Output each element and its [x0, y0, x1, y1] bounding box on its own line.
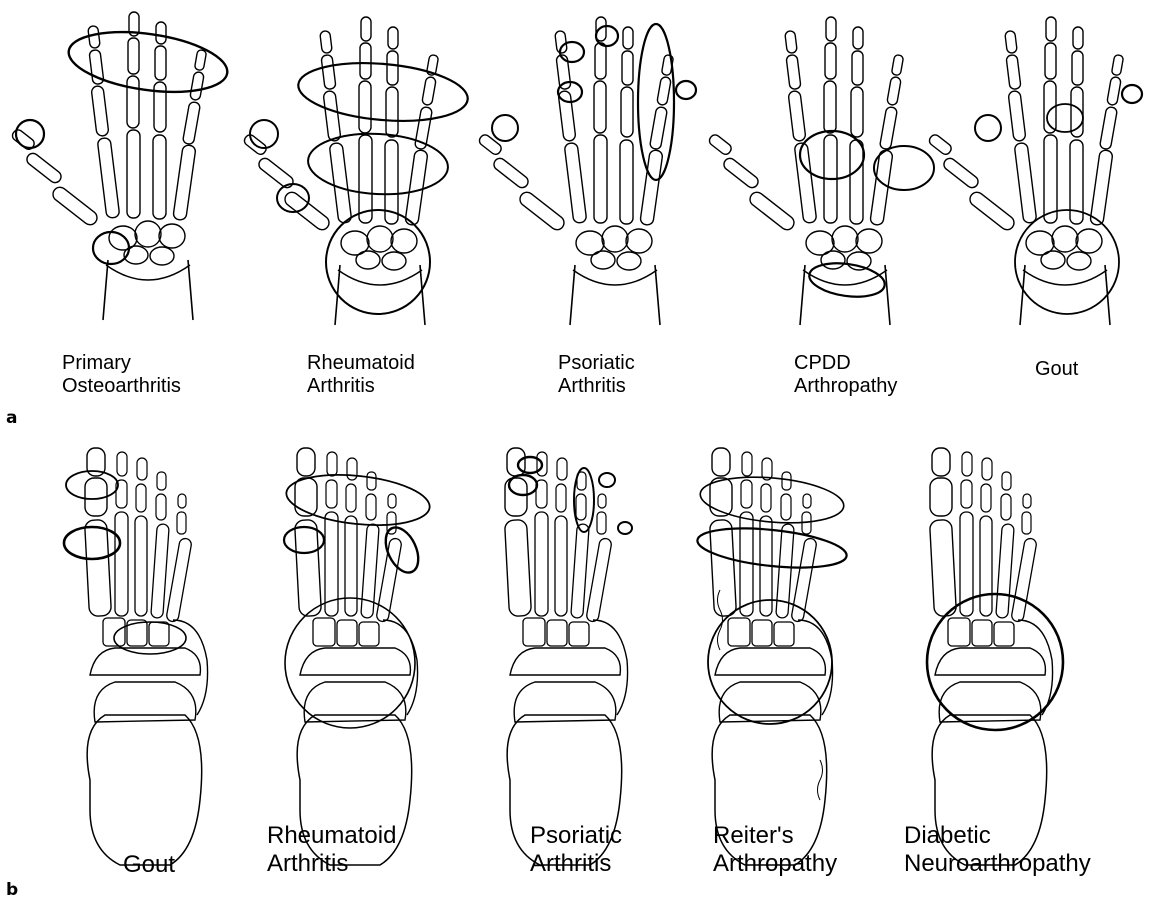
label-line1: Psoriatic: [558, 352, 635, 375]
label-line2: Osteoarthritis: [62, 375, 181, 398]
label-line2: Arthritis: [558, 375, 635, 398]
panel-letter-b: b: [6, 880, 18, 900]
label-line2: Arthritis: [307, 375, 415, 398]
hand-psoriatic-arthritis: [477, 17, 696, 325]
foot-rheumatoid-arthritis: [284, 448, 432, 865]
label-gout-foot: Gout: [123, 851, 175, 879]
label-line2: Arthritis: [267, 850, 396, 878]
label-gout-hand: Gout: [1035, 358, 1078, 381]
label-line1: CPDD: [794, 352, 897, 375]
label-line1: Primary: [62, 352, 181, 375]
label-line1: Psoriatic: [530, 822, 622, 850]
label-line2: Arthritis: [530, 850, 622, 878]
label-line1: Diabetic: [904, 822, 1091, 850]
label-cpdd-arthropathy: CPDD Arthropathy: [794, 352, 897, 398]
hand-primary-osteoarthritis: [10, 12, 231, 320]
label-rheumatoid-arthritis-foot: Rheumatoid Arthritis: [267, 822, 396, 877]
panel-letter-a: a: [6, 408, 17, 428]
label-line2: Arthropathy: [713, 850, 837, 878]
label-line1: Gout: [1035, 358, 1078, 381]
label-psoriatic-arthritis-foot: Psoriatic Arthritis: [530, 822, 622, 877]
label-psoriatic-arthritis: Psoriatic Arthritis: [558, 352, 635, 398]
label-line2: Gout: [123, 851, 175, 879]
foot-diabetic-neuroarthropathy: [927, 448, 1063, 865]
label-line1: Rheumatoid: [307, 352, 415, 375]
label-reiters-arthropathy: Reiter's Arthropathy: [713, 822, 837, 877]
foot-psoriatic-arthritis: [505, 448, 632, 865]
foot-gout: [64, 448, 208, 865]
hand-cpdd-arthropathy: [707, 17, 934, 325]
foot-reiters-arthropathy: [696, 448, 849, 865]
label-line1: Reiter's: [713, 822, 837, 850]
label-diabetic-neuroarthropathy: Diabetic Neuroarthropathy: [904, 822, 1091, 877]
label-line2: Neuroarthropathy: [904, 850, 1091, 878]
hand-rheumatoid-arthritis: [242, 17, 470, 325]
label-line2: Arthropathy: [794, 375, 897, 398]
label-rheumatoid-arthritis: Rheumatoid Arthritis: [307, 352, 415, 398]
label-line1: Rheumatoid: [267, 822, 396, 850]
hand-gout: [927, 17, 1142, 325]
label-primary-osteoarthritis: Primary Osteoarthritis: [62, 352, 181, 398]
